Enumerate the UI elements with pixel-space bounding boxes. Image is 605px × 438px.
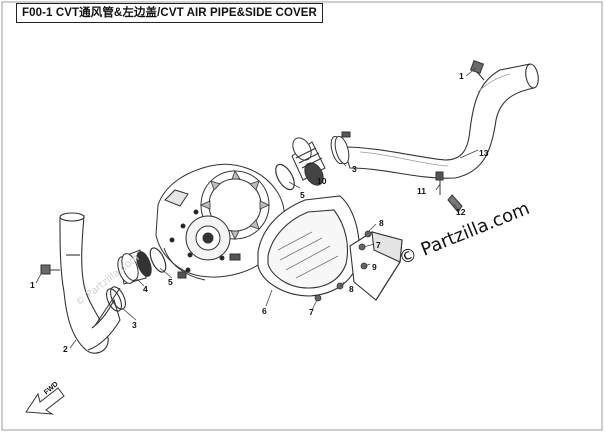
callout-1-lower: 1 <box>30 280 35 290</box>
bolt-lower <box>40 264 60 275</box>
callout-10: 10 <box>317 176 327 186</box>
callout-8-upper: 8 <box>379 218 384 228</box>
callout-3-upper: 3 <box>352 164 357 174</box>
callout-2: 2 <box>63 344 68 354</box>
callout-8-lower: 8 <box>349 284 354 294</box>
callout-7-right: 7 <box>376 240 381 250</box>
side-cover <box>257 195 403 301</box>
callout-1-upper: 1 <box>459 71 464 81</box>
air-pipe-lower <box>59 212 121 354</box>
callout-6: 6 <box>262 306 267 316</box>
callout-4: 4 <box>143 284 148 294</box>
cvt-housing <box>155 163 286 281</box>
fwd-arrow-icon <box>25 387 65 415</box>
hose-clamp-upper <box>330 131 351 165</box>
seal-ring-upper <box>275 163 295 191</box>
callout-3-lower: 3 <box>132 320 137 330</box>
callout-9: 9 <box>372 262 377 272</box>
page-title: F00-1 CVT通风管&左边盖/CVT AIR PIPE&SIDE COVER <box>16 3 323 23</box>
bellows-connector <box>291 137 326 186</box>
duct-boot-lower <box>117 249 152 285</box>
screw-and-clip <box>435 171 463 213</box>
cover-hardware <box>314 230 372 302</box>
callout-7-lower: 7 <box>309 307 314 317</box>
callout-5-lower: 5 <box>168 277 173 287</box>
air-pipe-upper <box>342 63 539 179</box>
seal-ring-lower <box>149 247 167 273</box>
callout-12: 12 <box>456 207 466 217</box>
leader-lines <box>35 67 479 349</box>
callout-13: 13 <box>479 148 489 158</box>
diagram-border <box>1 1 603 431</box>
callout-11: 11 <box>417 186 426 196</box>
callout-5-upper: 5 <box>300 190 305 200</box>
